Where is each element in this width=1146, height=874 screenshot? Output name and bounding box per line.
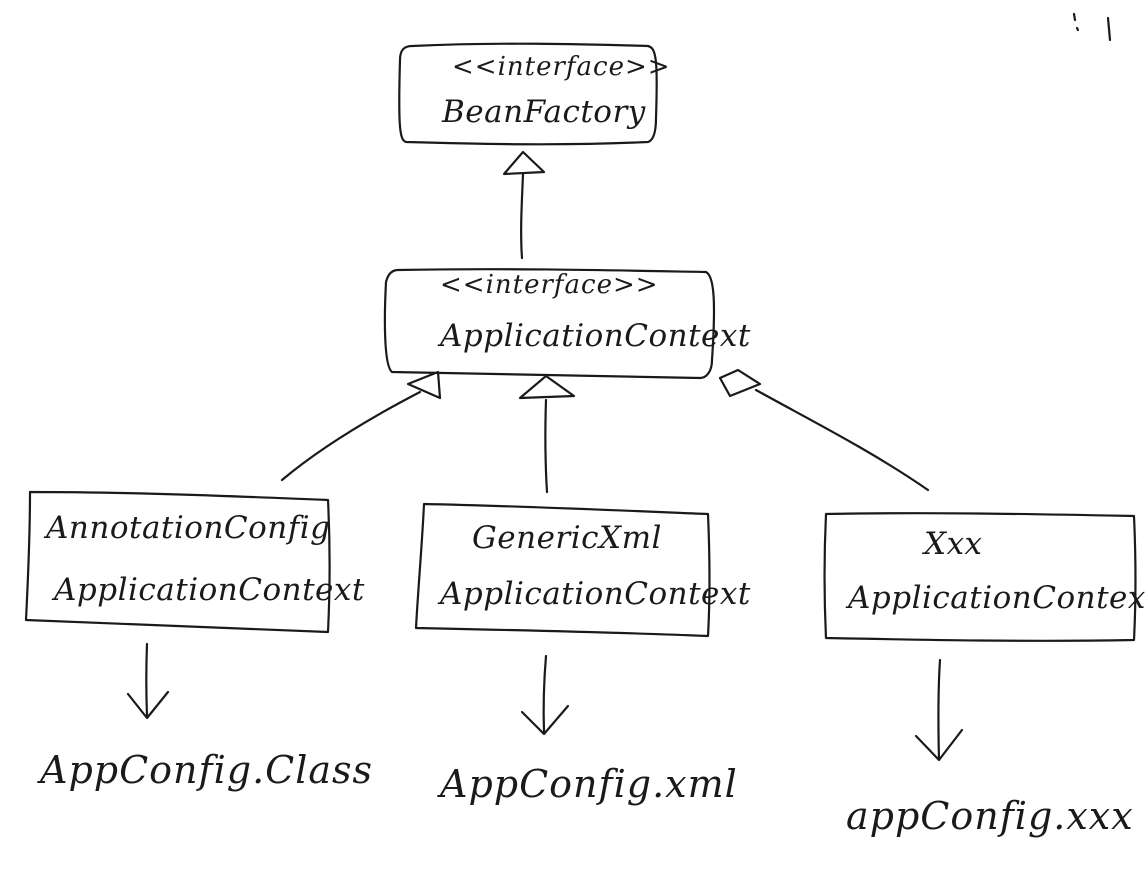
arrowhead-bean-factory (502, 150, 546, 176)
annotation-config-line1: AnnotationConfig (46, 510, 331, 546)
edge-generic-xml-to-app-context (544, 398, 549, 494)
edge-app-context-to-bean-factory (520, 172, 525, 260)
xxx-line2: ApplicationContext (848, 580, 1146, 616)
arrow-generic-xml-to-file (520, 654, 570, 736)
edge-xxx-to-app-context (754, 388, 930, 492)
bean-factory-stereotype: <<interface>> (452, 52, 671, 82)
file-appconfig-class: AppConfig.Class (40, 748, 374, 792)
xxx-box (823, 512, 1137, 642)
bean-factory-label: BeanFactory (442, 94, 646, 130)
stray-marks (1072, 12, 1112, 42)
generic-xml-box (414, 502, 711, 638)
annotation-config-line2: ApplicationContext (54, 572, 365, 608)
generic-xml-line1: GenericXml (472, 520, 662, 556)
arrow-annotation-to-file (126, 642, 170, 720)
arrowhead-annotation (406, 370, 442, 400)
bean-factory-box (398, 42, 658, 146)
file-appconfig-xml: AppConfig.xml (440, 762, 738, 806)
application-context-box (383, 268, 716, 380)
xxx-line1: Xxx (924, 526, 983, 562)
arrowhead-generic-xml (518, 374, 576, 400)
application-context-label: ApplicationContext (440, 318, 751, 354)
annotation-config-box (24, 490, 331, 634)
edge-annotation-to-app-context (280, 390, 422, 482)
file-appconfig-xxx: appConfig.xxx (846, 794, 1134, 838)
application-context-stereotype: <<interface>> (440, 270, 659, 300)
arrow-xxx-to-file (914, 658, 964, 762)
arrowhead-xxx (718, 368, 762, 398)
generic-xml-line2: ApplicationContext (440, 576, 751, 612)
